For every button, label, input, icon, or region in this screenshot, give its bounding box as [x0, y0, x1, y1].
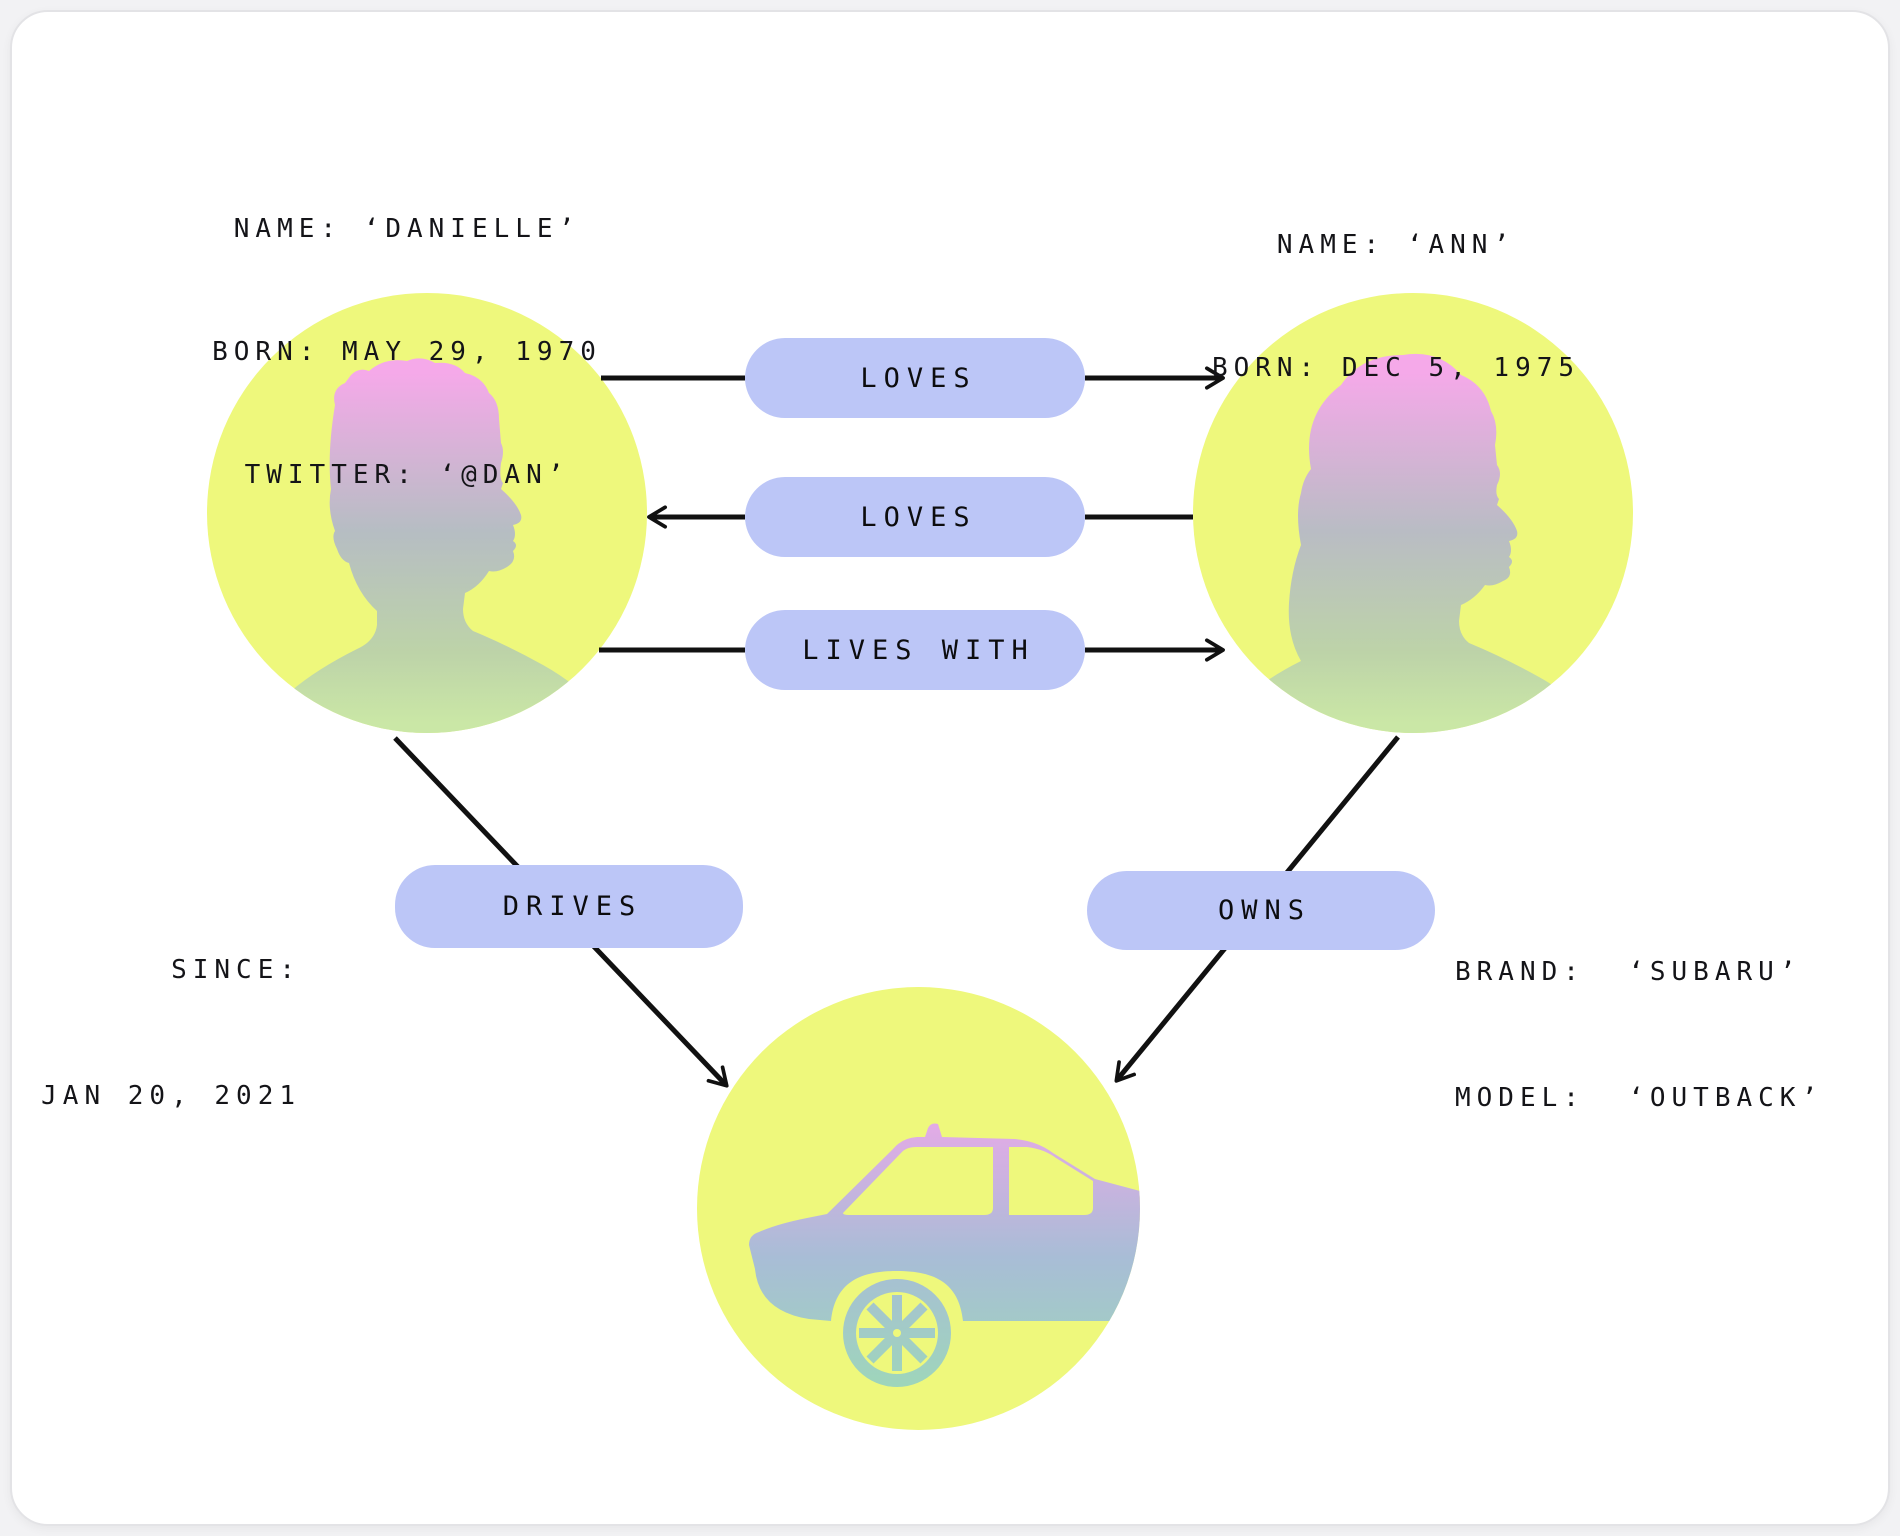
node-person-danielle: [207, 293, 647, 733]
car-silhouette: [749, 1123, 1140, 1387]
relationship-pill-loves-backward: LOVES: [745, 477, 1085, 557]
female-bust-silhouette: [1229, 353, 1597, 733]
danielle-name-property: NAME: ‘DANIELLE’: [233, 214, 581, 244]
drives-since-label: SINCE:: [171, 955, 301, 985]
drives-since-value: JAN 20, 2021: [41, 1081, 301, 1111]
properties-drives: SINCE: JAN 20, 2021: [41, 865, 301, 1201]
properties-danielle: NAME: ‘DANIELLE’ BORN: MAY 29, 1970 TWIT…: [157, 127, 657, 578]
car-brand-property: BRAND: ‘SUBARU’: [1455, 957, 1802, 987]
properties-car: BRAND: ‘SUBARU’ MODEL: ‘OUTBACK’: [1455, 867, 1875, 1203]
danielle-twitter-property: TWITTER: ‘@DAN’: [244, 460, 570, 490]
node-car: [697, 987, 1140, 1430]
relationship-pill-drives: DRIVES: [395, 865, 743, 948]
relationship-pill-lives-with: LIVES WITH: [745, 610, 1085, 690]
ann-name-property: NAME: ‘ANN’: [1276, 230, 1516, 260]
ann-born-property: BORN: DEC 5, 1975: [1211, 353, 1581, 383]
car-model-property: MODEL: ‘OUTBACK’: [1455, 1083, 1824, 1113]
relationship-pill-owns: OWNS: [1087, 871, 1435, 950]
relationship-pill-loves-forward: LOVES: [745, 338, 1085, 418]
male-bust-silhouette: [267, 358, 609, 733]
node-person-ann: [1193, 293, 1633, 733]
danielle-born-property: BORN: MAY 29, 1970: [212, 337, 602, 367]
properties-ann: NAME: ‘ANN’ BORN: DEC 5, 1975: [1146, 143, 1646, 471]
